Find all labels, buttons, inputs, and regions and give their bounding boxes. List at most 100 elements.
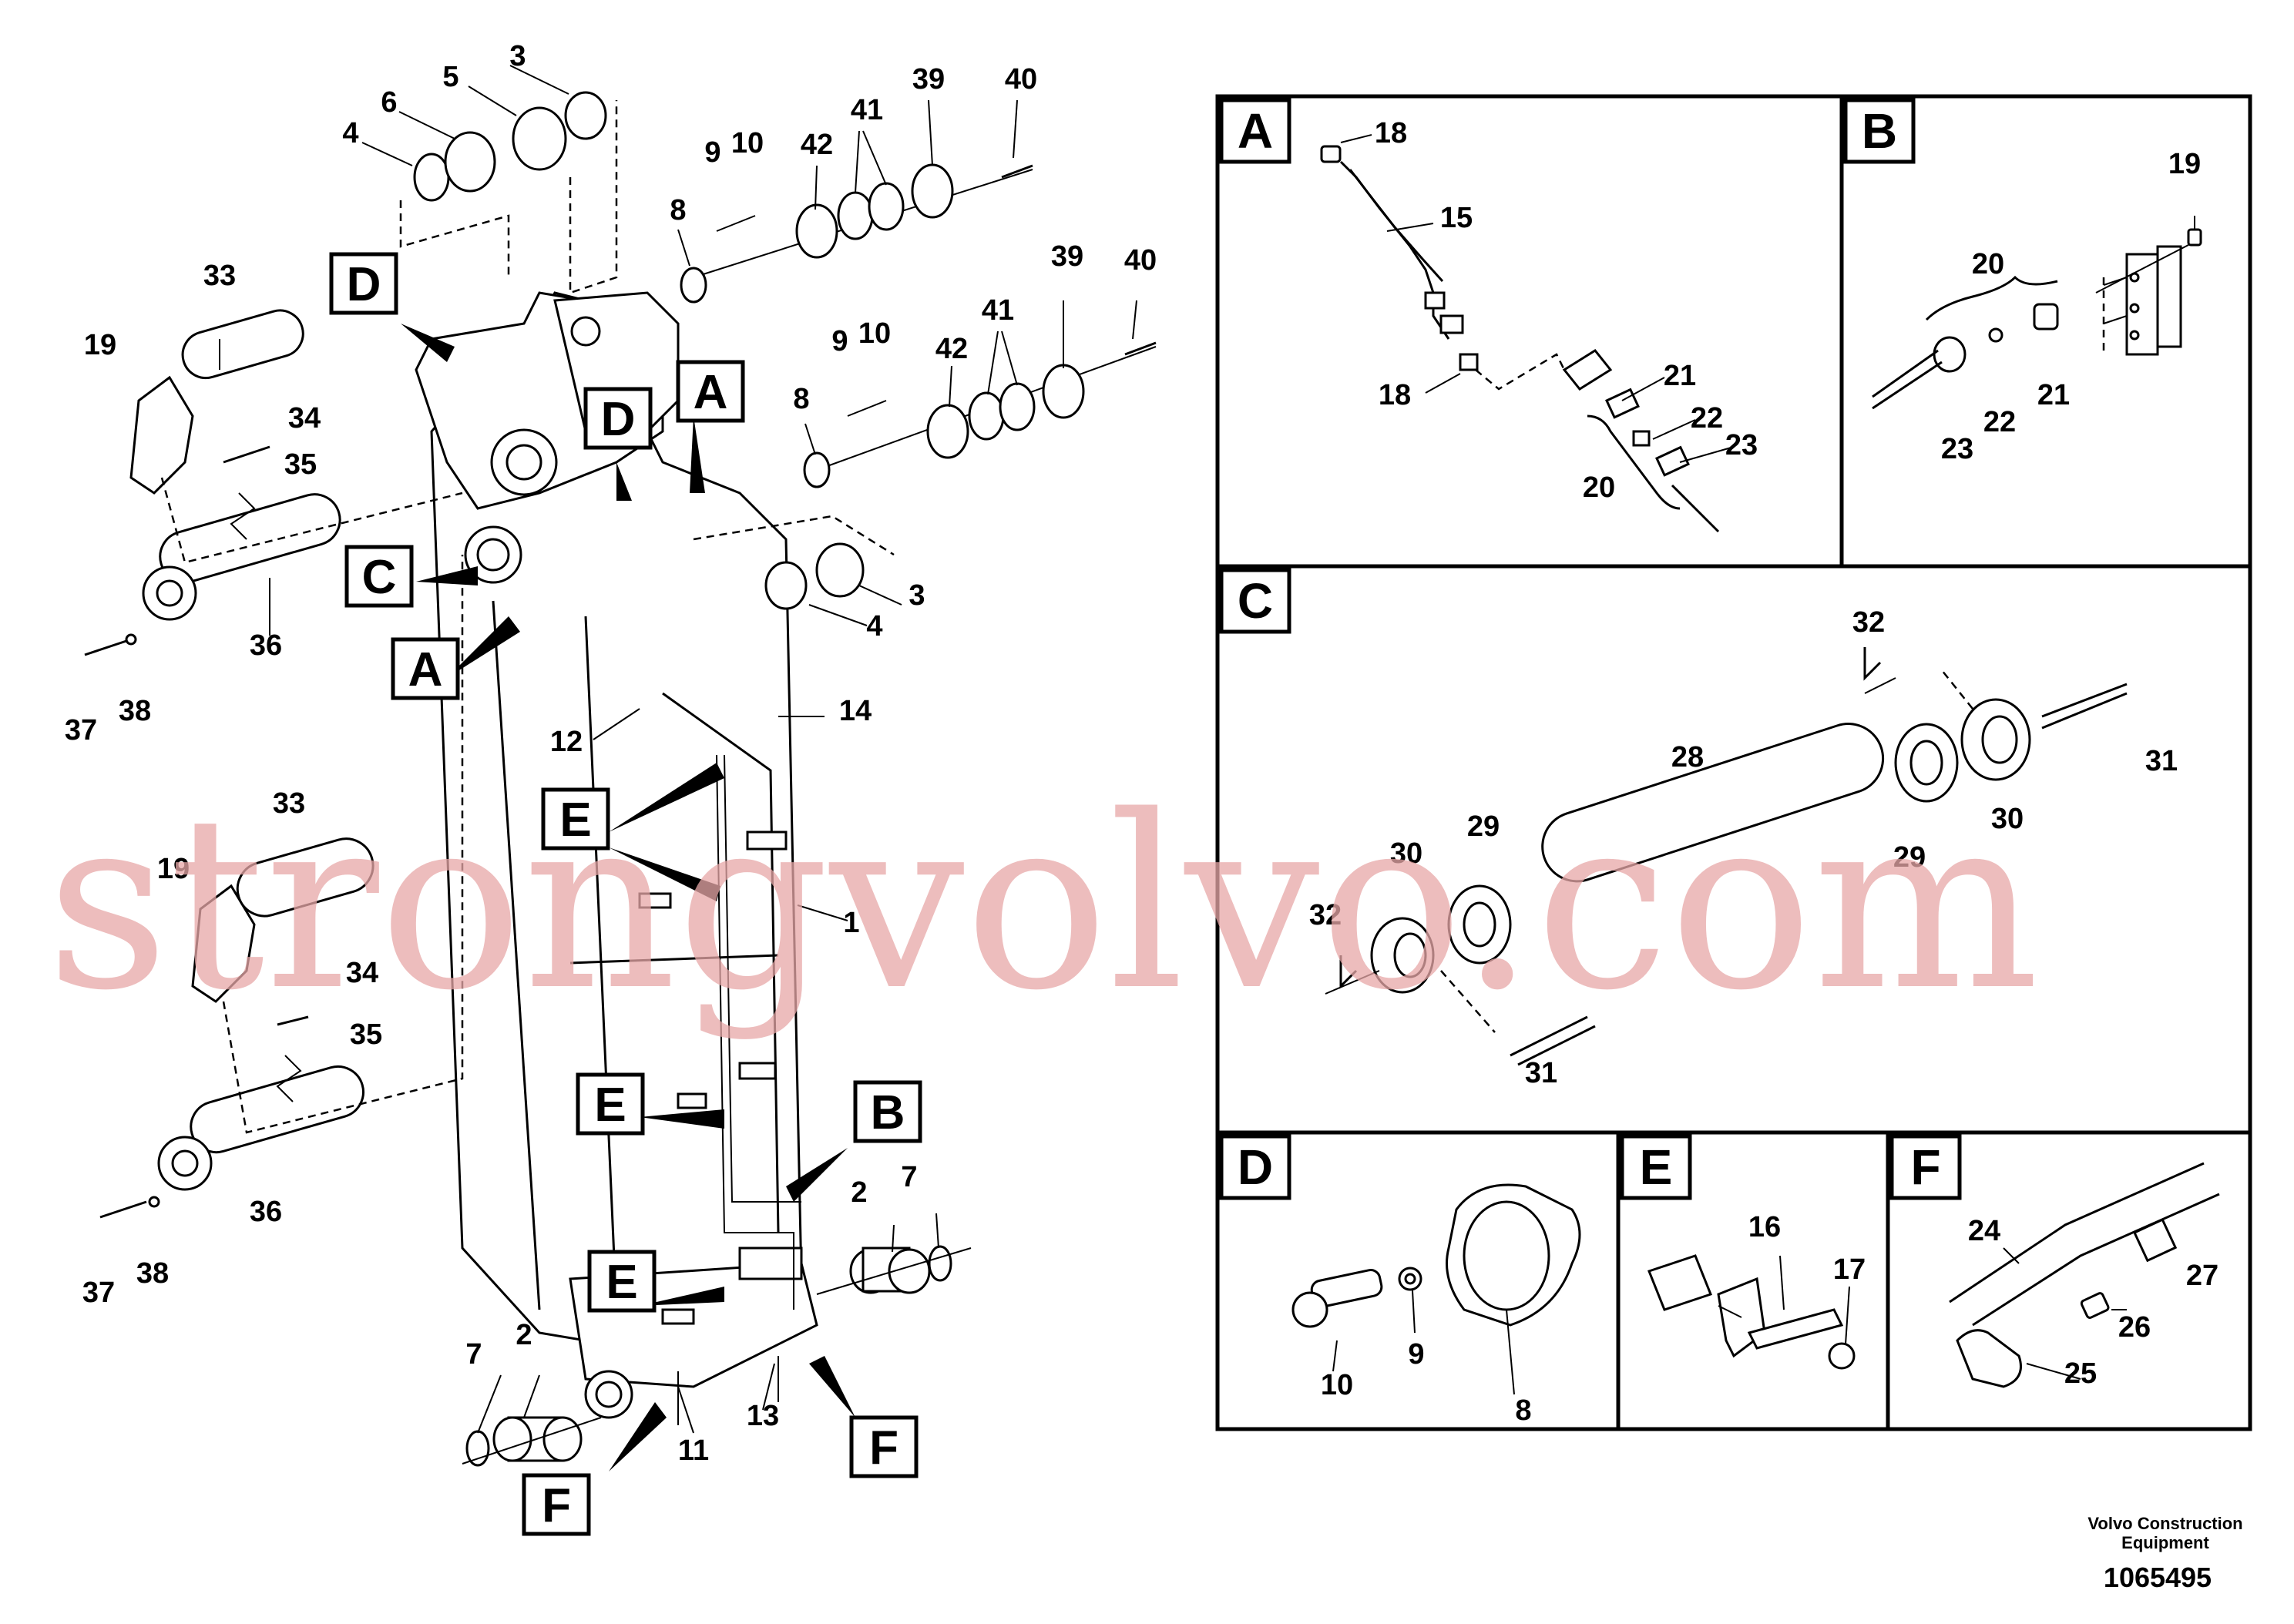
panel-c-callout-31: 31 bbox=[1525, 1057, 1557, 1089]
main-callout-8: 8 bbox=[793, 383, 809, 415]
panel-a-drawing bbox=[1320, 134, 1735, 533]
main-callout-2: 2 bbox=[851, 1176, 867, 1209]
panel-letter: D bbox=[1238, 1139, 1273, 1195]
panel-e-label: E bbox=[1620, 1134, 1692, 1200]
main-leaders bbox=[219, 65, 1137, 1471]
main-callout-14: 14 bbox=[839, 695, 872, 727]
panel-b-label: B bbox=[1843, 98, 1916, 164]
panel-c-label: C bbox=[1219, 568, 1291, 634]
panel-f-callout-24: 24 bbox=[1968, 1215, 2000, 1247]
main-callout-10: 10 bbox=[731, 127, 764, 159]
section-marker-label: D bbox=[601, 393, 636, 446]
main-callout-19: 19 bbox=[157, 853, 190, 885]
section-marker-d: D bbox=[329, 252, 398, 315]
panel-c-callout-31: 31 bbox=[2145, 745, 2178, 777]
main-callout-4: 4 bbox=[342, 117, 358, 149]
main-callout-1: 1 bbox=[843, 907, 859, 939]
main-callout-35: 35 bbox=[284, 448, 317, 481]
panel-b-callout-21: 21 bbox=[2037, 379, 2070, 411]
panel-b-callout-23: 23 bbox=[1941, 433, 1973, 465]
section-marker-label: F bbox=[542, 1479, 571, 1532]
watermark: strongvolvo.com bbox=[46, 765, 2040, 1043]
main-callout-6: 6 bbox=[381, 86, 397, 119]
main-callout-41: 41 bbox=[851, 94, 883, 126]
panel-c-callout-32: 32 bbox=[1852, 606, 1885, 639]
panel-d-callout-10: 10 bbox=[1321, 1369, 1353, 1401]
panel-a-callout-18: 18 bbox=[1375, 117, 1407, 149]
panel-c-callout-29: 29 bbox=[1467, 810, 1500, 843]
section-marker-label: F bbox=[869, 1421, 898, 1475]
panel-c-callout-30: 30 bbox=[1390, 837, 1422, 870]
main-callout-39: 39 bbox=[1051, 240, 1083, 273]
lower-cylinder-pin bbox=[99, 555, 464, 1219]
section-marker-c: C bbox=[344, 545, 414, 608]
section-marker-label: A bbox=[408, 643, 443, 696]
section-marker-d: D bbox=[583, 387, 653, 450]
panel-letter: A bbox=[1238, 103, 1273, 159]
panel-letter-layer: A B C D E F bbox=[1219, 98, 1962, 1200]
panel-b-drawing bbox=[1872, 216, 2202, 410]
section-marker-label: B bbox=[871, 1086, 905, 1139]
main-callout-7: 7 bbox=[465, 1338, 482, 1371]
panel-letter: C bbox=[1238, 573, 1273, 629]
main-callout-13: 13 bbox=[747, 1400, 779, 1432]
panel-d-label: D bbox=[1219, 1134, 1291, 1200]
section-marker-label: E bbox=[594, 1079, 626, 1132]
panel-a-callout-18: 18 bbox=[1379, 379, 1411, 411]
panel-c-drawing bbox=[1325, 647, 2128, 1066]
main-callout-37: 37 bbox=[65, 714, 97, 747]
upper-cylinder-pin bbox=[84, 309, 463, 656]
main-callout-3: 3 bbox=[509, 40, 526, 72]
main-callout-38: 38 bbox=[136, 1257, 169, 1290]
panel-a-callout-20: 20 bbox=[1583, 471, 1615, 504]
panel-e-callout-17: 17 bbox=[1833, 1253, 1866, 1286]
section-marker-e: E bbox=[587, 1250, 657, 1313]
main-callout-19: 19 bbox=[84, 329, 116, 361]
footer-company-line1: Volvo Construction bbox=[2087, 1514, 2242, 1533]
panel-f-callout-26: 26 bbox=[2118, 1311, 2151, 1344]
section-marker-f: F bbox=[522, 1473, 591, 1536]
panel-b-callout-22: 22 bbox=[1983, 406, 2016, 438]
section-marker-label: E bbox=[606, 1256, 637, 1309]
section-marker-a: A bbox=[391, 637, 460, 700]
panel-c-callout-32: 32 bbox=[1309, 899, 1342, 931]
footer-company-line2: Equipment bbox=[2121, 1533, 2209, 1552]
main-callout-40: 40 bbox=[1124, 244, 1157, 277]
section-marker-label: A bbox=[694, 366, 728, 419]
panel-c-callout-30: 30 bbox=[1991, 803, 2024, 835]
panel-d-callout-9: 9 bbox=[1408, 1338, 1424, 1371]
main-callout-2: 2 bbox=[516, 1319, 532, 1351]
main-callout-40: 40 bbox=[1005, 63, 1037, 96]
panel-letter: E bbox=[1640, 1139, 1673, 1195]
panel-f-callout-25: 25 bbox=[2064, 1357, 2097, 1390]
panel-c-callout-29: 29 bbox=[1893, 841, 1926, 874]
boom-assembly bbox=[415, 291, 818, 1419]
section-marker-label: C bbox=[362, 551, 397, 604]
main-callout-42: 42 bbox=[935, 333, 968, 365]
panel-a-callout-22: 22 bbox=[1691, 402, 1723, 435]
main-callout-10: 10 bbox=[858, 317, 891, 350]
panel-d-callout-8: 8 bbox=[1515, 1394, 1531, 1427]
panel-a-label: A bbox=[1219, 98, 1291, 164]
main-callout-8: 8 bbox=[670, 194, 686, 226]
section-marker-a: A bbox=[676, 360, 745, 423]
main-callout-33: 33 bbox=[203, 260, 236, 292]
panel-a-callout-21: 21 bbox=[1664, 360, 1696, 392]
main-callout-33: 33 bbox=[273, 787, 305, 820]
main-callout-35: 35 bbox=[350, 1018, 382, 1051]
panel-a-callout-23: 23 bbox=[1725, 429, 1758, 461]
panel-e-drawing bbox=[1647, 1254, 1856, 1370]
section-marker-label: D bbox=[347, 258, 381, 311]
panel-f-label: F bbox=[1889, 1134, 1962, 1200]
upper-bushings bbox=[399, 91, 1157, 610]
drawing-number: 1065495 bbox=[2104, 1562, 2212, 1593]
main-callout-37: 37 bbox=[82, 1277, 115, 1309]
main-callout-9: 9 bbox=[831, 325, 848, 357]
section-marker-e: E bbox=[541, 787, 610, 851]
main-callout-42: 42 bbox=[801, 129, 833, 161]
main-callout-4: 4 bbox=[866, 610, 882, 643]
